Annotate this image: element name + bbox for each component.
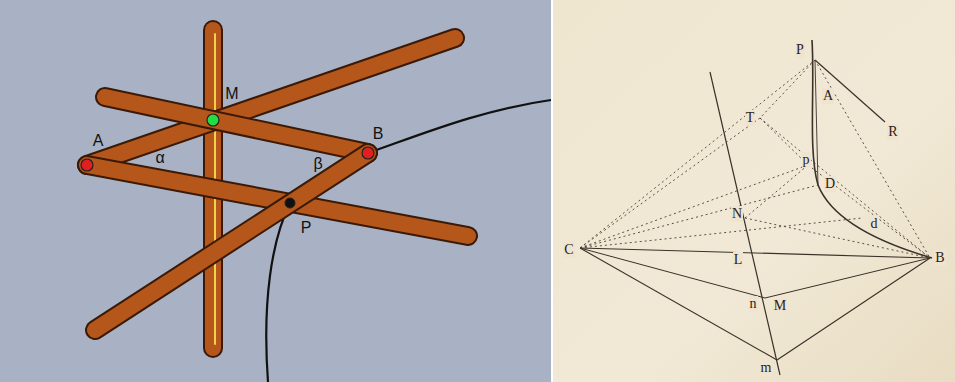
point-letter: p <box>802 152 811 167</box>
point-letter: N <box>731 206 743 221</box>
joint-label: M <box>225 85 238 103</box>
joint-dot <box>81 159 93 171</box>
traced-curve <box>266 203 290 382</box>
point-letter: D <box>824 176 836 191</box>
point-letter: L <box>733 252 744 267</box>
point-letter: d <box>870 216 879 231</box>
point-letter: A <box>822 88 834 103</box>
joint-label: B <box>373 125 384 143</box>
joint-label: A <box>93 132 104 150</box>
traced-curve <box>368 100 551 153</box>
point-letter: B <box>934 250 945 265</box>
tracer-dot <box>285 198 295 208</box>
point-letter: P <box>795 42 805 57</box>
point-letter: T <box>745 110 756 125</box>
point-letter: M <box>773 298 787 313</box>
linkage-bars <box>87 30 468 348</box>
left-ground <box>0 0 551 382</box>
joint-label: P <box>301 219 312 237</box>
joint-dot <box>207 114 219 126</box>
engraving-ground <box>553 0 955 382</box>
point-letter: n <box>749 296 758 311</box>
point-letter: m <box>760 360 773 375</box>
joint-label: β <box>313 155 322 173</box>
joint-label: α <box>155 149 164 167</box>
construction-lines <box>580 60 930 258</box>
point-letter: C <box>563 242 574 257</box>
engraving-lines <box>580 40 932 375</box>
point-letter: R <box>887 124 898 139</box>
joint-dot <box>362 147 374 159</box>
